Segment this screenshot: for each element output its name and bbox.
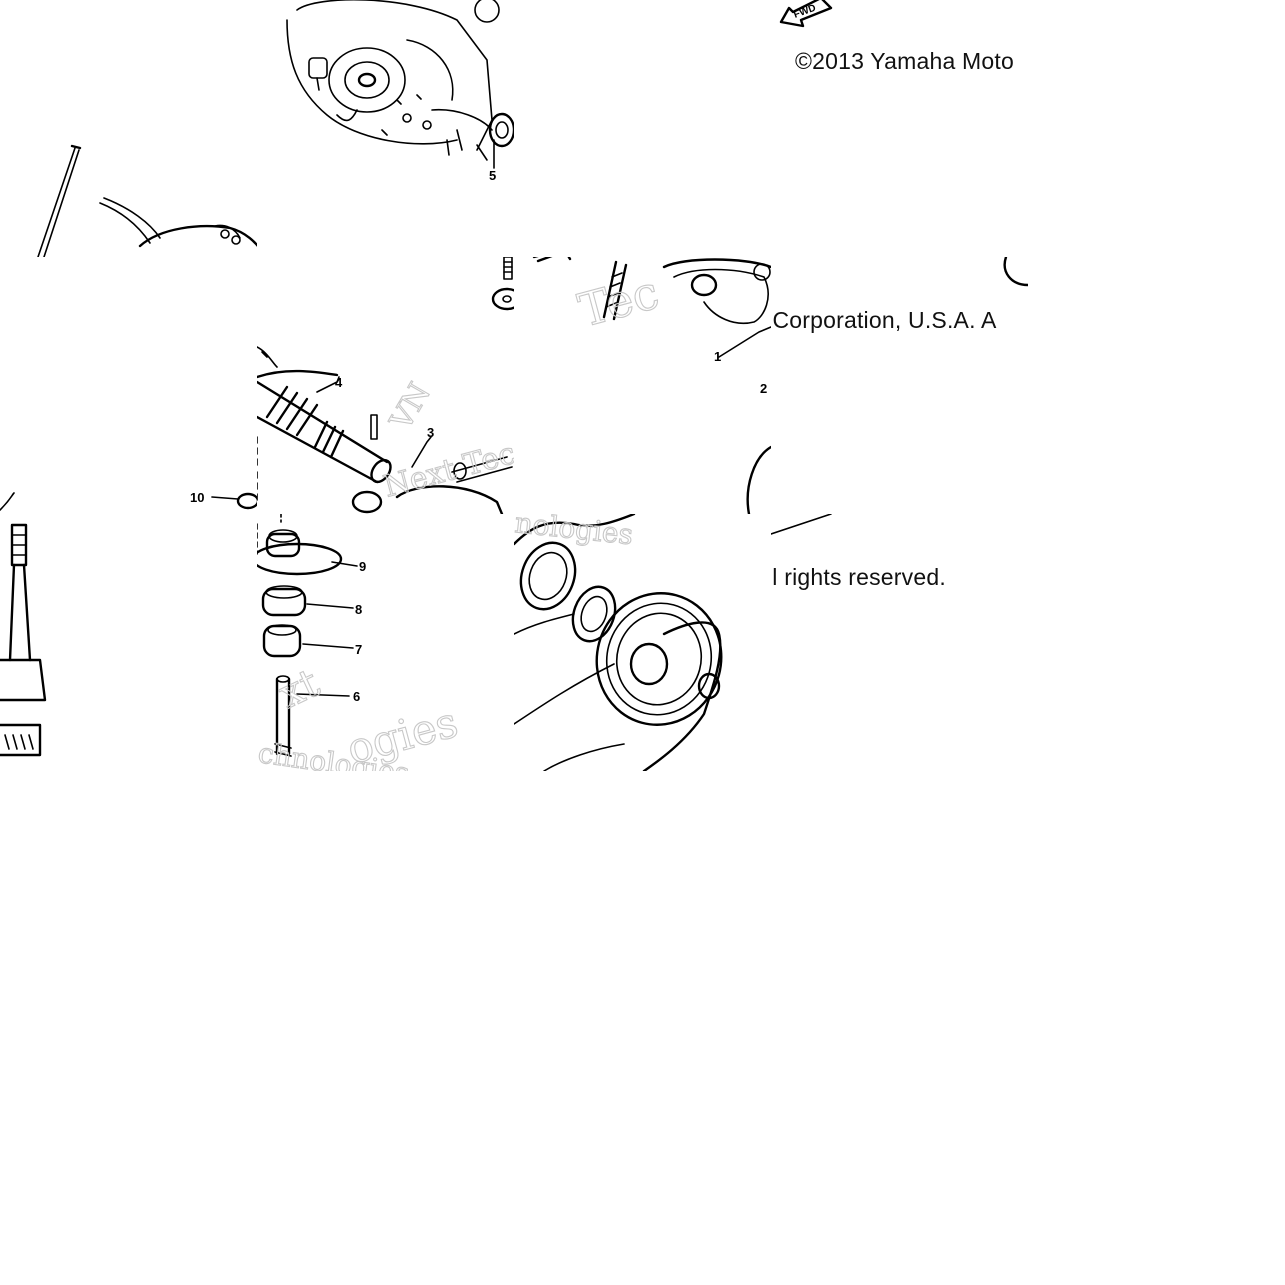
- copyright-line-3: ll rights reserved.: [771, 564, 946, 590]
- callout-7: 7: [355, 642, 362, 657]
- sparkplug-illustration: 10: [0, 490, 257, 757]
- tile-gearcase: 5: [257, 0, 514, 257]
- callout-4: 4: [335, 375, 343, 390]
- pulley: [595, 592, 723, 726]
- watermark-nologies: nologies: [514, 514, 635, 551]
- shaft-4: [257, 380, 392, 484]
- hose-illustration: [1003, 257, 1028, 287]
- part-6-gear-shaft: [274, 675, 292, 757]
- callout-9: 9: [359, 559, 366, 574]
- tile-copyright-bottom: ll rights reserved.: [771, 514, 1028, 771]
- pulley-illustration: nologies: [514, 514, 723, 771]
- tile-copyright-top: FWD ©2013 Yamaha Moto: [771, 0, 1028, 257]
- shaft-illustration: [37, 144, 257, 257]
- gearcase-illustration: 5: [286, 0, 514, 183]
- hose-end-illustration: [771, 514, 832, 535]
- studs-illustration: 4 3 Next Tec VN: [257, 257, 514, 514]
- o-ring: [571, 585, 617, 643]
- watermark-tec: Tec: [573, 265, 664, 338]
- callout-3: 3: [427, 425, 434, 440]
- tile-bracket: 1 2 Tec: [514, 257, 771, 514]
- watermark-xt: xt: [272, 660, 326, 718]
- tile-shaft-top: [0, 128, 257, 257]
- sparkplug: [0, 523, 47, 757]
- callout-1: 1: [714, 349, 721, 364]
- tile-bearings: 9 8 7 6 xt ogies chnologies: [257, 514, 514, 771]
- copyright-line-1: ©2013 Yamaha Moto: [795, 48, 1014, 74]
- bracket-illustration: 1 2 Tec: [532, 257, 771, 514]
- callout-5: 5: [489, 168, 496, 183]
- tile-sparkplug: 10: [0, 485, 257, 771]
- tile-copyright-mid: r Corporation, U.S.A. A: [771, 257, 1028, 514]
- part-9-flange: [257, 529, 343, 576]
- copyright-line-2: r Corporation, U.S.A. A: [771, 307, 997, 333]
- bearings-illustration: 9 8 7 6 xt ogies chnologies: [257, 514, 463, 771]
- callout-8: 8: [355, 602, 362, 617]
- watermark-next: Next Tec: [380, 436, 514, 505]
- tile-studs: 4 3 Next Tec VN: [257, 257, 514, 514]
- fwd-arrow: FWD: [779, 0, 833, 28]
- callout-2: 2: [760, 381, 767, 396]
- part-8-bearing: [261, 585, 307, 617]
- oil-seal: [519, 541, 577, 611]
- callout-6: 6: [353, 689, 360, 704]
- part-7-bushing: [262, 624, 302, 658]
- tile-pulley: nologies: [514, 514, 771, 771]
- callout-10: 10: [190, 490, 204, 505]
